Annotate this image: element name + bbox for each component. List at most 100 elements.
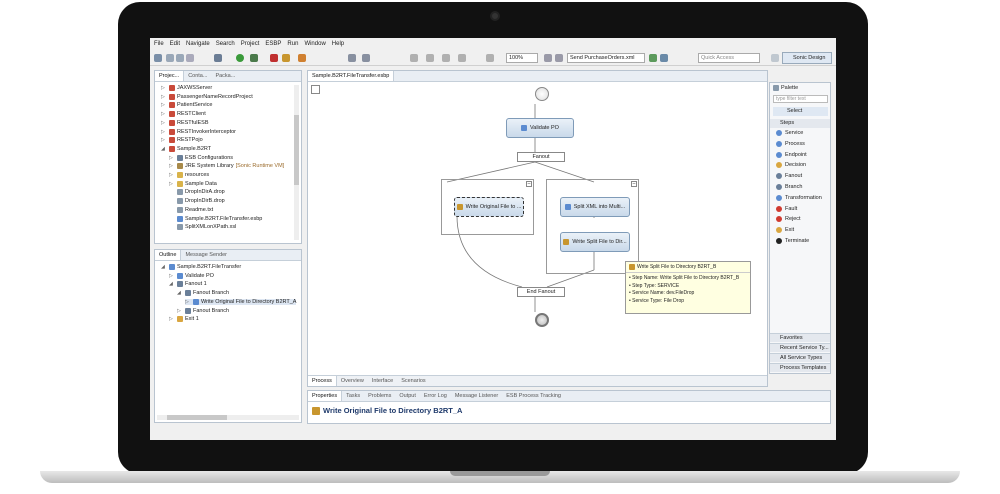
tree-item[interactable]: ▷Sample Data	[169, 180, 217, 187]
menu-edit[interactable]: Edit	[169, 41, 181, 47]
tree-item[interactable]: ◢Sample.B2RT	[161, 145, 211, 152]
palette-filter-input[interactable]: type filter text	[773, 95, 828, 103]
menu-window[interactable]: Window	[304, 41, 326, 47]
tab-process[interactable]: Process	[308, 376, 337, 386]
tree-item[interactable]: ◢Fanout Branch	[177, 290, 229, 297]
tab-error-log[interactable]: Error Log	[423, 393, 447, 399]
fanout-branch-a[interactable]: –	[441, 179, 534, 235]
tree-item[interactable]: ▷RESTInvokerInterceptor	[161, 128, 236, 135]
chevron-down-icon[interactable]: ◢	[169, 281, 173, 288]
chevron-right-icon[interactable]: ▷	[161, 93, 165, 100]
menu-run[interactable]: Run	[287, 41, 299, 47]
chevron-right-icon[interactable]: ▷	[169, 272, 173, 279]
tree-item[interactable]: ▷Fanout Branch	[177, 307, 229, 314]
run-icon[interactable]	[236, 54, 244, 62]
chevron-right-icon[interactable]: ▷	[161, 111, 165, 118]
stop-icon[interactable]	[270, 54, 278, 62]
tab-problems[interactable]: Problems	[368, 393, 392, 399]
tab-editor-file[interactable]: Sample.B2RT.FileTransfer.esbp	[308, 71, 395, 81]
tab-output[interactable]: Output	[399, 393, 416, 399]
tree-item[interactable]: ▷Write Original File to Directory B2RT_A	[185, 298, 297, 305]
mail-icon[interactable]	[660, 54, 668, 62]
palette-drawer-all-types[interactable]: All Service Types	[770, 353, 830, 362]
chevron-right-icon[interactable]: ▷	[169, 180, 173, 187]
quick-access-input[interactable]: Quick Access	[698, 53, 760, 63]
tab-esb-tracking[interactable]: ESB Process Tracking	[506, 393, 561, 399]
zoom-select[interactable]: 100%	[506, 53, 538, 63]
tree-item[interactable]: ▷JAXWSServer	[161, 85, 212, 91]
palette-steps-drawer[interactable]: Steps	[770, 119, 830, 128]
menu-esbp[interactable]: ESBP	[265, 41, 282, 47]
chevron-right-icon[interactable]: ▷	[185, 298, 189, 305]
zoom-in-icon[interactable]	[544, 54, 552, 62]
tree-item[interactable]: ▷RESTfulESB	[161, 119, 208, 126]
scrollbar[interactable]	[157, 415, 299, 420]
chain-icon[interactable]	[362, 54, 370, 62]
back-icon[interactable]	[442, 54, 450, 62]
chevron-down-icon[interactable]: ◢	[177, 290, 181, 297]
menu-project[interactable]: Project	[240, 41, 260, 47]
tab-scenarios[interactable]: Scenarios	[401, 378, 426, 384]
palette-item-reject[interactable]: Reject	[776, 216, 801, 223]
chevron-right-icon[interactable]: ▷	[169, 316, 173, 323]
nav-icon[interactable]	[410, 54, 418, 62]
menu-file[interactable]: File	[154, 41, 164, 47]
zoom-out-icon[interactable]	[555, 54, 563, 62]
select-tool-icon[interactable]	[311, 85, 320, 94]
build-icon[interactable]	[214, 54, 222, 62]
palette-item-decision[interactable]: Decision	[776, 162, 806, 169]
step-write-split[interactable]: Write Split File to Dir...	[560, 232, 630, 252]
tree-item[interactable]: Readme.txt	[169, 206, 213, 213]
palette-item-endpoint[interactable]: Endpoint	[776, 151, 807, 158]
tree-item[interactable]: ▷JRE System Library [Sonic Runtime VM]	[169, 163, 284, 170]
new-icon[interactable]	[154, 54, 162, 62]
chevron-right-icon[interactable]: ▷	[161, 137, 165, 144]
end-fanout-node[interactable]: End Fanout	[517, 287, 565, 297]
palette-drawer-recent[interactable]: Recent Service Ty...	[770, 343, 830, 352]
arrange-icon[interactable]	[486, 54, 494, 62]
tab-project-explorer[interactable]: Projec...	[155, 71, 185, 81]
save-all-icon[interactable]	[176, 54, 184, 62]
chevron-right-icon[interactable]: ▷	[169, 163, 173, 170]
chevron-right-icon[interactable]: ▷	[177, 307, 181, 314]
palette-select-tool[interactable]: Select	[773, 107, 828, 116]
start-node[interactable]	[535, 87, 549, 101]
tree-item[interactable]: ▷RESTPojo	[161, 137, 203, 144]
collapse-icon[interactable]: –	[526, 181, 532, 187]
palette-item-fanout[interactable]: Fanout	[776, 173, 802, 180]
tab-overview[interactable]: Overview	[340, 378, 364, 384]
chevron-right-icon[interactable]: ▷	[161, 102, 165, 109]
palette-item-transformation[interactable]: Transformation	[776, 194, 822, 201]
chevron-down-icon[interactable]: ◢	[161, 145, 165, 152]
tree-item[interactable]: ▷Validate PO	[169, 272, 214, 279]
tree-item[interactable]: ▷PassengerNameRecordProject	[161, 93, 253, 100]
forward-icon[interactable]	[458, 54, 466, 62]
step-split-xml[interactable]: Split XML into Multi...	[560, 197, 630, 217]
tab-message-sender[interactable]: Message Sender	[185, 252, 228, 258]
fanout-branch-b[interactable]: –	[546, 179, 639, 274]
chevron-right-icon[interactable]: ▷	[161, 119, 165, 126]
tab-message-listener[interactable]: Message Listener	[454, 393, 499, 399]
palette-item-branch[interactable]: Branch	[776, 184, 802, 190]
tree-item[interactable]: ▷resources	[169, 172, 209, 178]
print-icon[interactable]	[186, 54, 194, 62]
link-icon[interactable]	[348, 54, 356, 62]
chevron-right-icon[interactable]: ▷	[161, 85, 165, 91]
chevron-down-icon[interactable]: ◢	[161, 264, 165, 270]
tree-item[interactable]: SplitXMLonXPath.xsl	[169, 224, 236, 231]
tree-item[interactable]: DropInDirB.drop	[169, 198, 225, 205]
chevron-right-icon[interactable]: ▷	[161, 128, 165, 135]
tab-interface[interactable]: Interface	[371, 378, 394, 384]
tab-tasks[interactable]: Tasks	[346, 393, 361, 399]
palette-item-process[interactable]: Process	[776, 140, 805, 147]
send-message-select[interactable]: Send PurchaseOrders.xml	[567, 53, 645, 63]
open-icon[interactable]	[298, 54, 306, 62]
tree-item[interactable]: DropInDirA.drop	[169, 189, 225, 196]
open-perspective-icon[interactable]	[771, 54, 779, 62]
tree-item[interactable]: Sample.B2RT.FileTransfer.esbp	[169, 215, 262, 222]
menu-search[interactable]: Search	[215, 41, 235, 47]
palette-drawer-templates[interactable]: Process Templates	[770, 363, 830, 372]
tab-packages[interactable]: Packa...	[215, 73, 236, 79]
tree-item[interactable]: ◢Fanout 1	[169, 281, 207, 288]
menu-navigate[interactable]: Navigate	[186, 41, 210, 47]
